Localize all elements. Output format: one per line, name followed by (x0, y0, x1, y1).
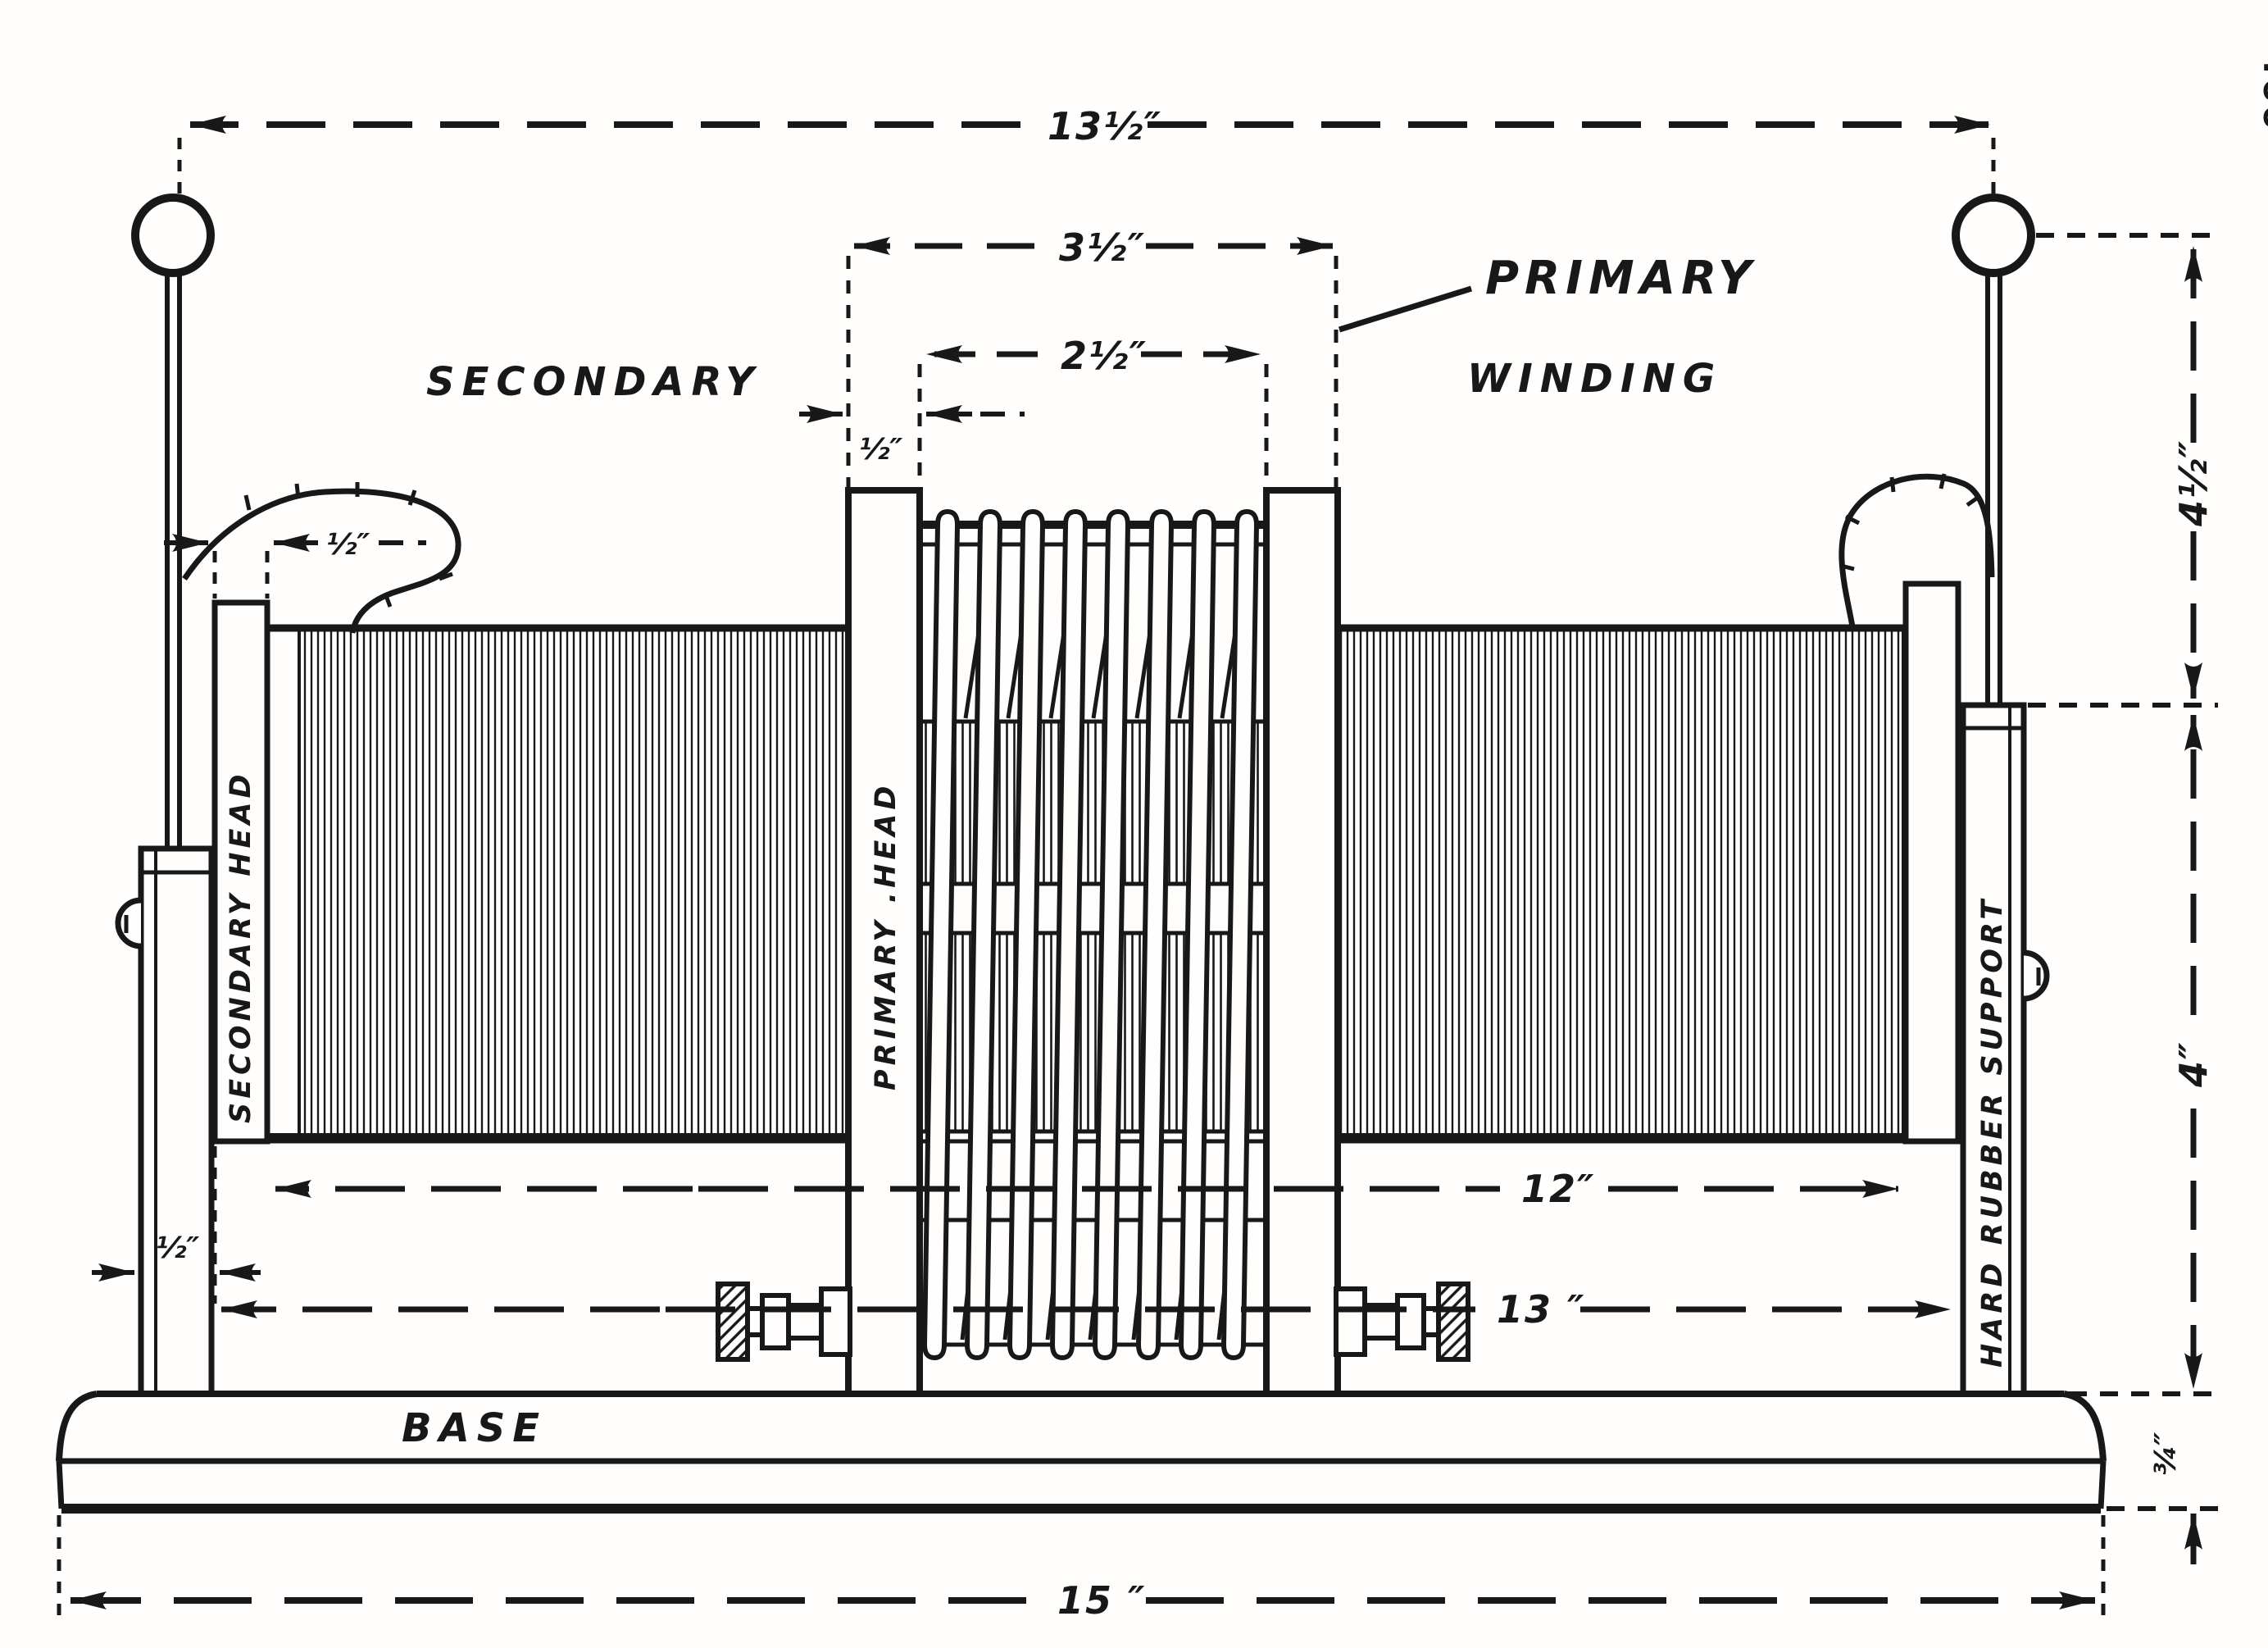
primary-winding-turns (921, 508, 1260, 1361)
dim-support-height: 4″ (2069, 715, 2218, 1396)
dim-primary-outer-label: 3½″ (1059, 225, 1146, 270)
dim-secondary-winding-length-label: 12″ (1521, 1167, 1596, 1211)
secondary-head-left: SECONDARY HEAD (211, 599, 270, 1145)
dim-base-thickness-label: ¾″ (2149, 1432, 2183, 1476)
secondary-winding-right (1336, 624, 1905, 1140)
secondary-head-label: SECONDARY HEAD (225, 770, 257, 1123)
binding-post-left (716, 1282, 852, 1362)
secondary-head-right (1902, 580, 1961, 1145)
primary-wire-turn (1007, 508, 1046, 1361)
binding-post-right (1334, 1282, 1470, 1362)
secondary-lead-wire-right (1838, 473, 1995, 627)
dim-overall-top: 13½″ (177, 104, 1996, 197)
primary-wire-turn (1178, 508, 1217, 1361)
secondary-label: SECONDARY (426, 359, 761, 405)
dim-support-gap-label: ½″ (156, 1231, 199, 1265)
page-number: 466 (2255, 51, 2268, 131)
primary-label: PRIMARY (1485, 252, 1757, 305)
primary-head-left: PRIMARY .HEAD (845, 487, 923, 1397)
dim-base-thickness: ¾″ (2107, 1432, 2218, 1564)
dim-overall-top-label: 13½″ (1048, 104, 1162, 148)
dim-support-gap: ½″ (92, 1146, 261, 1304)
secondary-lead-wire-left (182, 482, 461, 634)
primary-wire-turn (1135, 508, 1175, 1361)
dim-primary-inner: 2½″ (917, 334, 1269, 485)
hard-rubber-support-label: HARD RUBBER SUPPORT (1976, 896, 2009, 1368)
winding-label: WINDING (1467, 356, 1722, 402)
primary-head-right (1263, 487, 1341, 1397)
dim-support-height-label: 4″ (2171, 1040, 2216, 1088)
base-label: BASE (402, 1405, 547, 1451)
dim-secondary-overall-label: 13 ″ (1497, 1287, 1586, 1332)
dim-base-length-label: 15 ″ (1057, 1578, 1147, 1623)
primary-wire-turn (1220, 508, 1260, 1361)
dim-base-length: 15 ″ (57, 1515, 2106, 1623)
primary-wire-turn (964, 508, 1003, 1361)
dim-secondary-head-thickness-label: ½″ (326, 528, 370, 562)
discharge-ball-right (1952, 193, 2035, 277)
primary-head-label: PRIMARY .HEAD (870, 782, 902, 1090)
dim-primary-head-thickness-label: ½″ (859, 433, 902, 467)
terminal-right (1952, 193, 2035, 705)
dim-terminal-height: 4½″ (2028, 233, 2218, 708)
support-left (115, 845, 215, 1397)
secondary-winding-left (269, 624, 850, 1140)
screw-head-icon (2023, 949, 2050, 1002)
dim-secondary-head-thickness: ½″ (164, 528, 426, 599)
base: BASE (56, 1391, 2107, 1514)
primary-wire-turn (1049, 508, 1089, 1361)
dim-secondary-overall: 13 ″ (221, 1287, 1951, 1332)
dim-secondary-winding-length: 12″ (275, 1167, 1898, 1211)
discharge-ball-left (131, 193, 215, 277)
primary-callout: PRIMARY (1338, 252, 1757, 333)
dim-primary-outer: 3½″ (846, 225, 1339, 487)
primary-wire-turn (921, 508, 961, 1361)
primary-wire-turn (1092, 508, 1131, 1361)
dim-primary-inner-label: 2½″ (1061, 334, 1148, 378)
support-right-hard-rubber: HARD RUBBER SUPPORT (1960, 702, 2050, 1397)
dim-terminal-height-label: 4½″ (2171, 439, 2216, 527)
terminal-left (131, 193, 215, 849)
screw-head-icon (115, 897, 142, 949)
dim-primary-head-thickness: ½″ (799, 405, 1025, 467)
